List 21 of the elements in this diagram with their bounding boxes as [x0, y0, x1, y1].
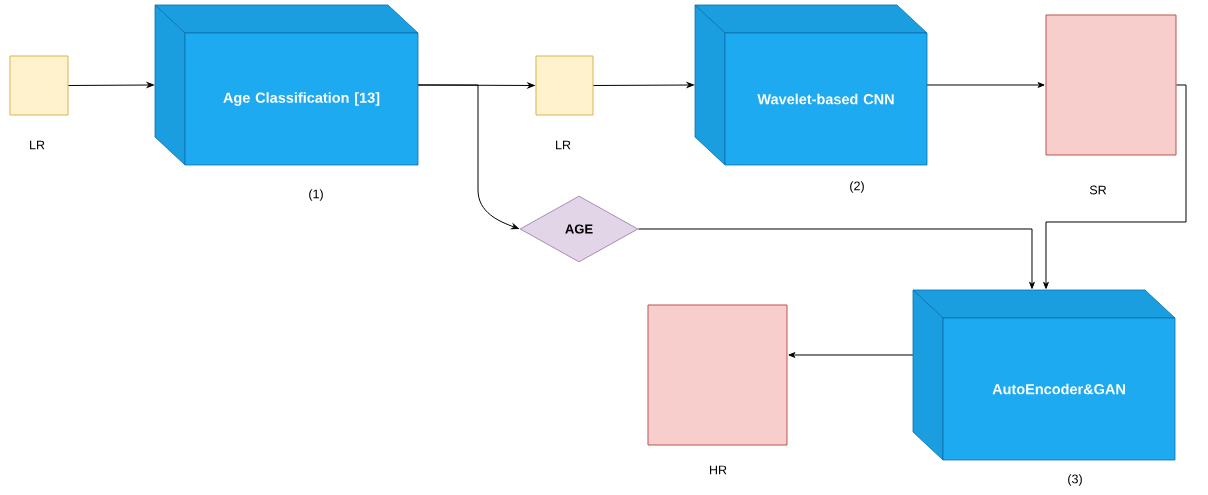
arrow — [637, 228, 1035, 289]
image-square — [1045, 14, 1177, 156]
node-caption: LR — [30, 140, 45, 150]
node-caption: LR — [556, 140, 571, 150]
node-caption: (3) — [1068, 474, 1082, 486]
arrow — [1043, 84, 1187, 289]
image-square — [9, 55, 69, 116]
arrow — [417, 84, 519, 230]
arrow — [68, 82, 154, 88]
cube-block: AutoEncoder&GAN — [912, 289, 1176, 461]
arrow — [926, 82, 1045, 88]
cube-block: Wavelet-based CNN — [694, 4, 928, 166]
cube-block: Age Classification [13] — [154, 4, 419, 166]
image-square — [647, 304, 788, 446]
arrow — [593, 82, 694, 88]
node-caption: (1) — [309, 189, 323, 201]
node-caption: HR — [710, 465, 727, 475]
image-square — [535, 55, 594, 116]
node-caption: SR — [1089, 185, 1107, 195]
arrow — [788, 352, 914, 358]
node-caption: (2) — [850, 181, 864, 193]
